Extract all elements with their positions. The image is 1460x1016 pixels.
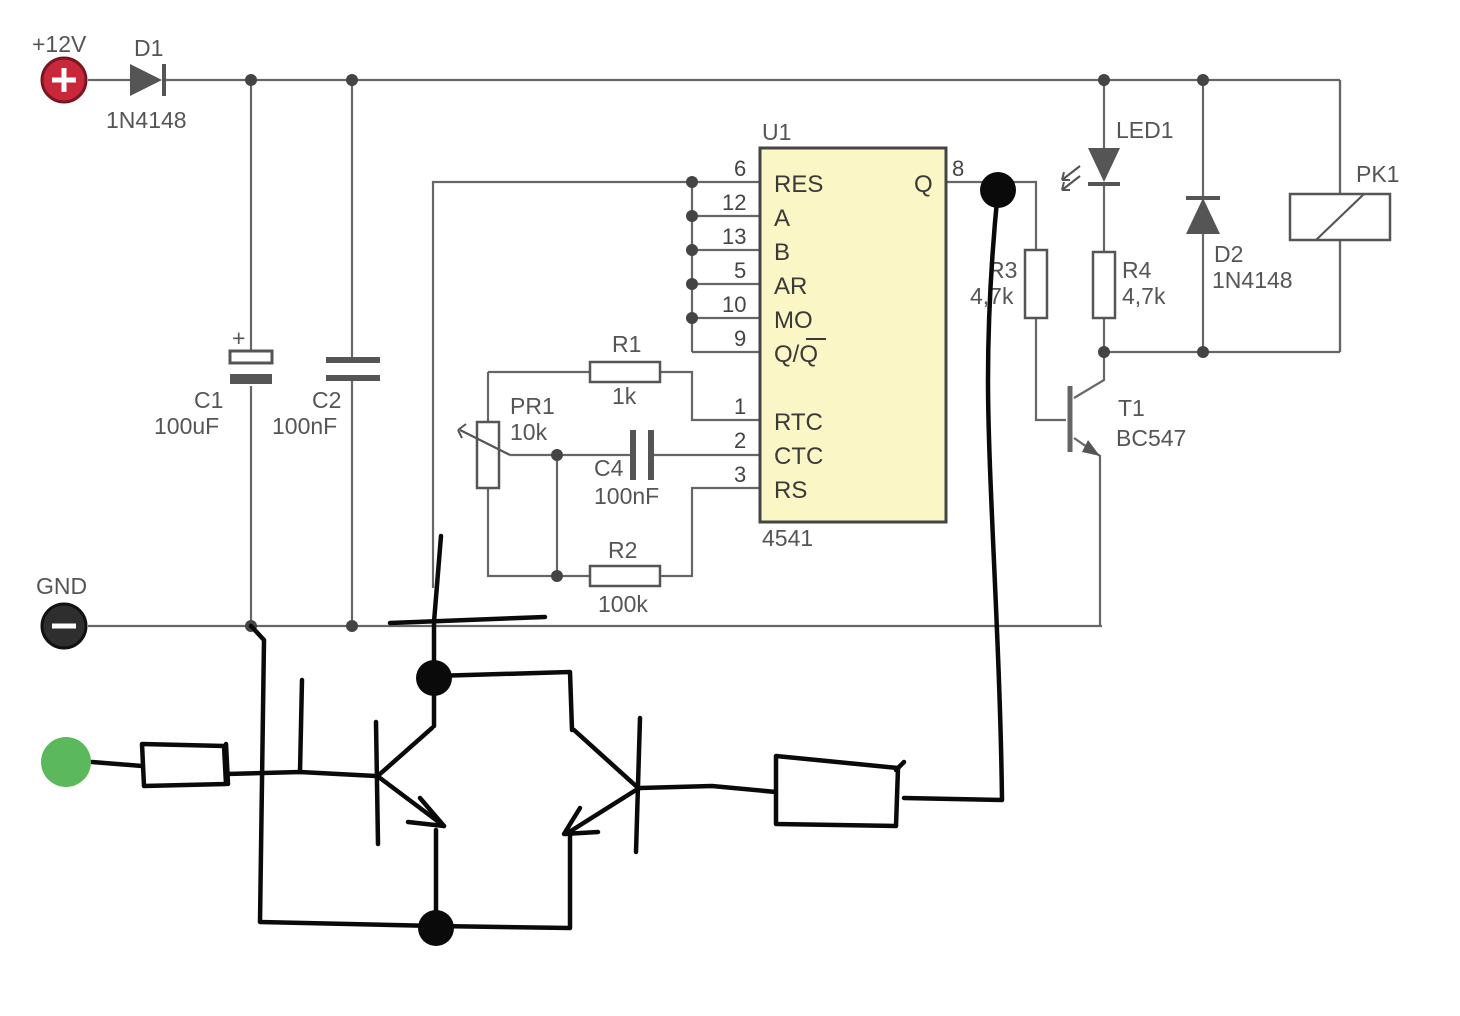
potentiometer-pr1-icon <box>457 420 511 490</box>
d1-value: 1N4148 <box>106 107 187 133</box>
r4-value: 4,7k <box>1122 283 1166 309</box>
u1-part-number: 4541 <box>762 525 813 551</box>
r4-ref: R4 <box>1122 257 1152 283</box>
pin-number-ctc: 2 <box>734 428 746 453</box>
pin-name-qq: Q/Q <box>774 341 818 368</box>
resistor-r4-icon <box>1091 250 1117 320</box>
pin-name-q: Q <box>914 171 933 198</box>
pr1-ref: PR1 <box>510 393 555 419</box>
pin-number-b: 13 <box>722 224 746 249</box>
pin-number-qq: 9 <box>734 326 746 351</box>
led-led1-icon <box>1061 148 1120 191</box>
resistor-r1-icon <box>588 360 662 384</box>
diode-d2-icon <box>1186 196 1220 234</box>
r1-value: 1k <box>612 383 637 409</box>
relay-pk1-icon <box>1288 192 1392 242</box>
c4-ref: C4 <box>594 455 624 481</box>
ground-label: GND <box>36 573 87 599</box>
c2-value: 100nF <box>272 413 337 439</box>
hand-junction-q <box>980 172 1016 208</box>
pin-number-res: 6 <box>734 156 746 181</box>
r1-ref: R1 <box>612 331 641 357</box>
pin-name-rs: RS <box>774 477 807 504</box>
capacitor-c4-icon <box>630 430 654 480</box>
positive-supply-label: +12V <box>32 31 87 57</box>
t1-ref: T1 <box>1118 395 1145 421</box>
pin-number-a: 12 <box>722 190 746 215</box>
pin-number-rs: 3 <box>734 462 746 487</box>
d2-value: 1N4148 <box>1212 267 1293 293</box>
pin-name-res: RES <box>774 171 823 198</box>
pk1-ref: PK1 <box>1356 161 1399 187</box>
pin-number-q: 8 <box>952 156 964 181</box>
c1-polarity: + <box>232 325 245 351</box>
pr1-value: 10k <box>510 419 548 445</box>
t1-value: BC547 <box>1116 425 1186 451</box>
pin-name-rtc: RTC <box>774 409 823 436</box>
capacitor-c2-icon <box>326 357 380 381</box>
diode-d1-icon <box>130 64 166 96</box>
hand-drawn-sketch <box>89 187 1005 931</box>
c4-value: 100nF <box>594 483 659 509</box>
c1-ref: C1 <box>194 387 223 413</box>
led1-ref: LED1 <box>1116 117 1174 143</box>
input-marker-icon <box>41 737 91 787</box>
u1-ic-body <box>758 146 948 524</box>
r2-value: 100k <box>598 591 648 617</box>
pin-name-b: B <box>774 239 790 266</box>
r2-ref: R2 <box>608 537 637 563</box>
pin-name-a: A <box>774 205 790 232</box>
d1-ref: D1 <box>134 35 163 61</box>
junction-dots <box>245 74 1209 632</box>
resistor-r3-icon <box>1023 248 1049 320</box>
pin-name-ctc: CTC <box>774 443 823 470</box>
c1-value: 100uF <box>154 413 219 439</box>
printed-wiring <box>88 78 1342 628</box>
hand-junction-bottom <box>418 910 454 946</box>
pin-number-mo: 10 <box>722 292 746 317</box>
c2-ref: C2 <box>312 387 341 413</box>
pin-number-ar: 5 <box>734 258 746 283</box>
d2-ref: D2 <box>1214 241 1243 267</box>
positive-terminal-icon <box>40 56 88 104</box>
hand-junction-top <box>416 660 452 696</box>
capacitor-c1-icon <box>228 349 274 384</box>
pin-name-ar: AR <box>774 273 807 300</box>
resistor-r2-icon <box>588 564 662 588</box>
pin-name-mo: MO <box>774 307 813 334</box>
u1-ref: U1 <box>762 119 791 145</box>
ground-terminal-icon <box>40 602 88 650</box>
pin-number-rtc: 1 <box>734 394 746 419</box>
